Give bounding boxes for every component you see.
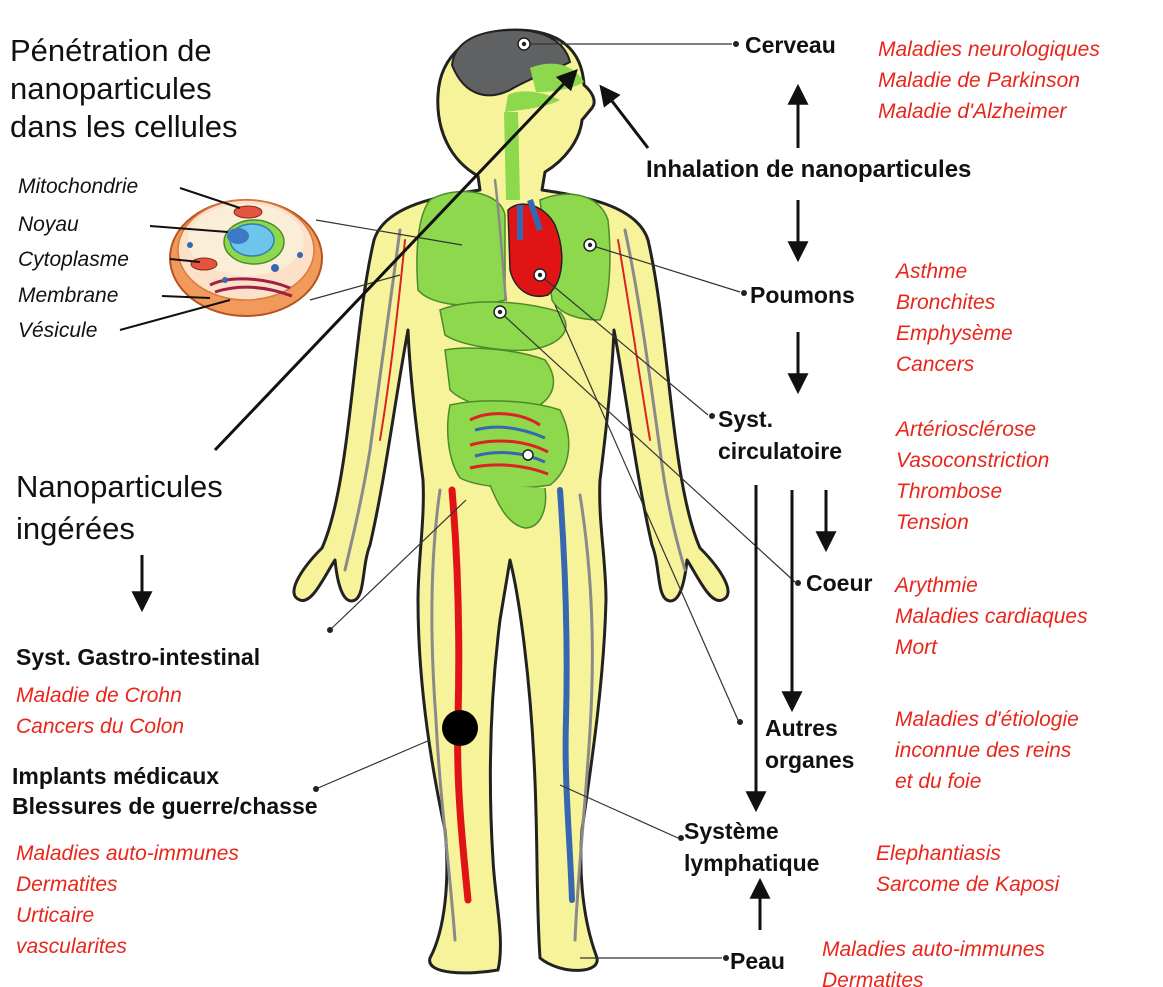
organ-circulatoire: Syst. circulatoire bbox=[718, 404, 842, 467]
diseases-coeur: Arythmie Maladies cardiaques Mort bbox=[895, 570, 1088, 663]
ingestion-label: Nanoparticules ingérées bbox=[16, 466, 223, 550]
cell-label-membrane: Membrane bbox=[18, 285, 118, 306]
organ-implants: Implants médicaux Blessures de guerre/ch… bbox=[12, 762, 318, 822]
inhalation-label: Inhalation de nanoparticules bbox=[646, 158, 971, 182]
organ-autres: Autres organes bbox=[765, 713, 854, 776]
diseases-poumons: Asthme Bronchites Emphysème Cancers bbox=[896, 256, 1013, 380]
cell-label-cytoplasme: Cytoplasme bbox=[18, 249, 129, 270]
diagram-title: Pénétration de nanoparticules dans les c… bbox=[10, 32, 280, 145]
diseases-peau: Maladies auto-immunes Dermatites bbox=[822, 934, 1045, 987]
organ-cerveau: Cerveau bbox=[745, 34, 836, 57]
organ-coeur: Coeur bbox=[806, 572, 872, 595]
diseases-lymphatique: Elephantiasis Sarcome de Kaposi bbox=[876, 838, 1059, 900]
cell-label-mitochondrie: Mitochondrie bbox=[18, 176, 138, 197]
organ-poumons: Poumons bbox=[750, 284, 855, 307]
diseases-cerveau: Maladies neurologiques Maladie de Parkin… bbox=[878, 34, 1100, 127]
diseases-implants: Maladies auto-immunes Dermatites Urticai… bbox=[16, 838, 239, 962]
organ-gastro: Syst. Gastro-intestinal bbox=[16, 646, 260, 669]
organ-lymphatique: Système lymphatique bbox=[684, 816, 819, 879]
implant-marker bbox=[442, 710, 478, 746]
diseases-circulatoire: Artériosclérose Vasoconstriction Thrombo… bbox=[896, 414, 1049, 538]
cell-illustration bbox=[170, 200, 322, 316]
diseases-autres: Maladies d'étiologie inconnue des reins … bbox=[895, 704, 1079, 797]
cell-label-vesicule: Vésicule bbox=[18, 320, 97, 341]
diseases-gastro: Maladie de Crohn Cancers du Colon bbox=[16, 680, 184, 742]
organ-peau: Peau bbox=[730, 950, 785, 973]
cell-label-noyau: Noyau bbox=[18, 214, 79, 235]
